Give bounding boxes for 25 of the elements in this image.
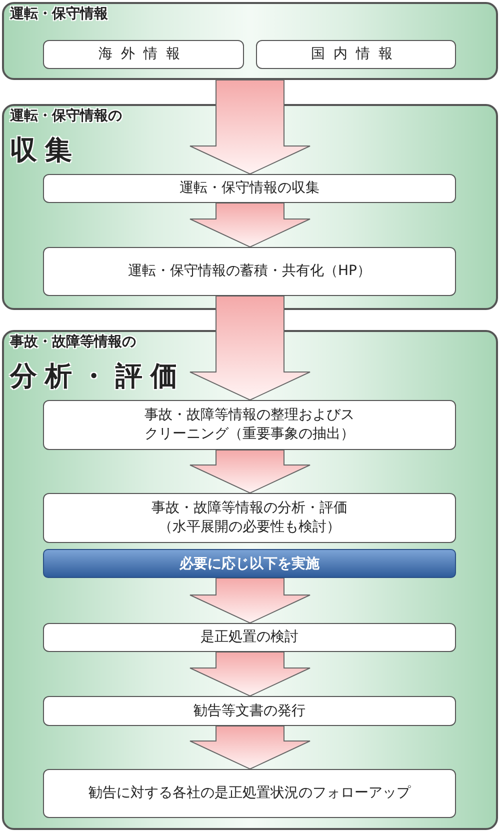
block-arrow	[190, 726, 310, 770]
block-arrow	[190, 578, 310, 624]
panel-heading: 収集	[10, 134, 80, 168]
block-arrow	[190, 202, 310, 248]
block-arrow	[190, 80, 310, 175]
process-box: 是正処置の検討	[43, 623, 456, 652]
process-box: 海外情報	[43, 40, 244, 69]
process-box: 運転・保守情報の蓄積・共有化（HP）	[43, 247, 456, 296]
process-box: 国内情報	[256, 40, 456, 69]
process-box: 運転・保守情報の収集	[43, 174, 456, 203]
action-banner: 必要に応じ以下を実施	[43, 549, 456, 578]
panel-heading: 事故・故障等情報の	[10, 333, 136, 351]
panel-heading: 分析・評価	[10, 360, 186, 394]
block-arrow	[190, 296, 310, 401]
stage-panel	[2, 104, 498, 310]
stage-panel	[2, 2, 498, 80]
process-box: 勧告に対する各社の是正処置状況のフォローアップ	[43, 769, 456, 818]
panel-heading: 運転・保守情報	[10, 5, 108, 23]
panel-heading: 運転・保守情報の	[10, 107, 122, 125]
process-box: 事故・故障等情報の分析・評価（水平展開の必要性も検討）	[43, 493, 456, 543]
process-box: 事故・故障等情報の整理およびスクリーニング（重要事象の抽出）	[43, 400, 456, 450]
process-box: 勧告等文書の発行	[43, 696, 456, 726]
block-arrow	[190, 652, 310, 697]
block-arrow	[190, 450, 310, 494]
stage-panel	[2, 330, 498, 830]
